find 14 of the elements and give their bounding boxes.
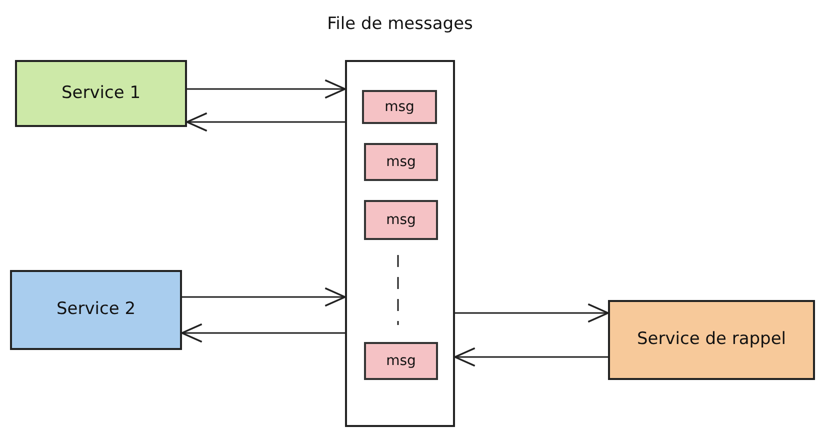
message-box: msg <box>364 342 438 380</box>
arrow <box>454 347 608 367</box>
message-box: msg <box>364 200 438 240</box>
message-box: msg <box>362 90 437 124</box>
message-box: msg <box>364 143 438 181</box>
service-box: Service 2 <box>10 270 182 350</box>
service-box: Service 1 <box>15 60 187 127</box>
service-box: Service de rappel <box>608 300 815 380</box>
arrow <box>181 323 345 343</box>
arrow <box>455 303 609 323</box>
arrow <box>187 79 346 99</box>
queue-title: File de messages <box>327 13 473 36</box>
arrow <box>186 112 345 132</box>
arrow <box>182 287 346 307</box>
